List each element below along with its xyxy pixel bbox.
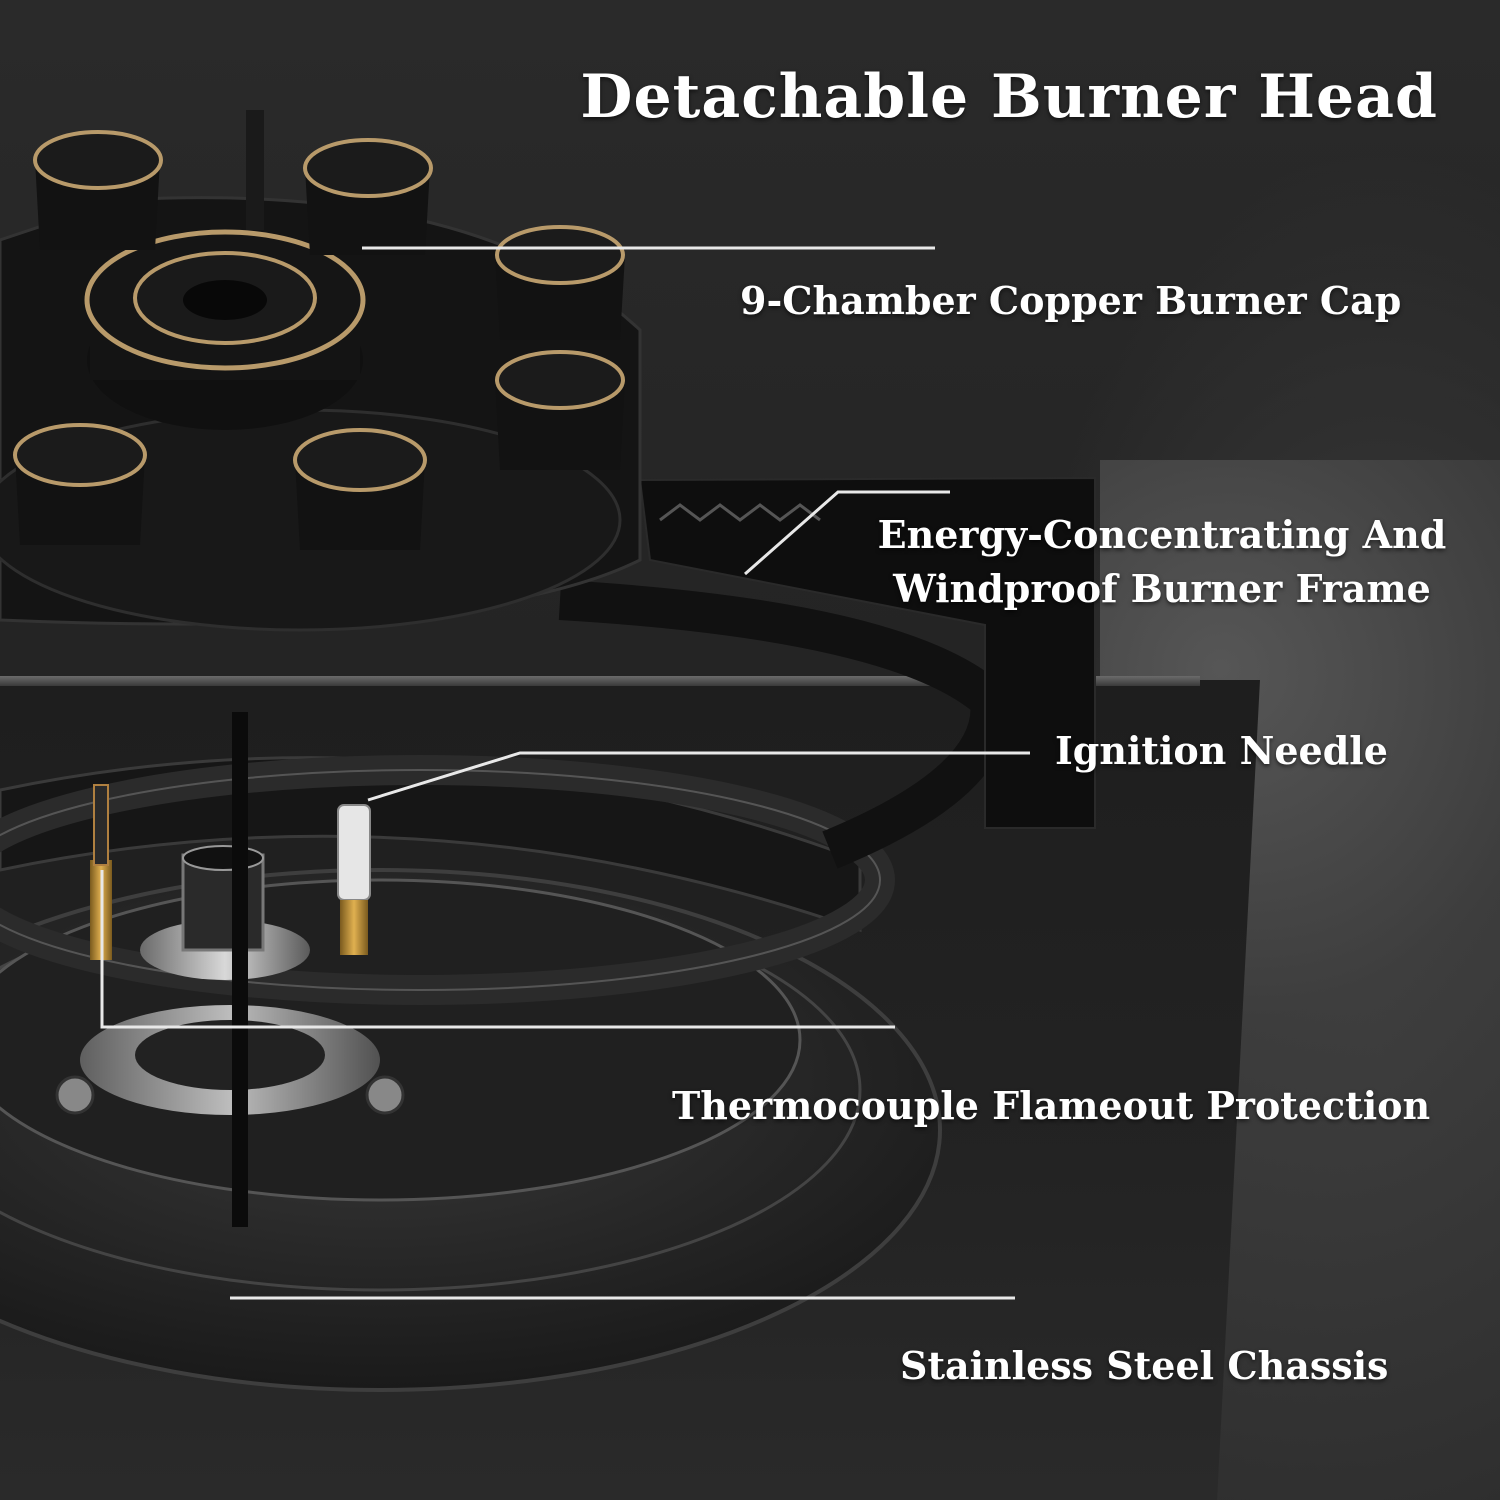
ignition-needle-part	[232, 712, 371, 1227]
burner-cup	[495, 350, 625, 470]
label-burner-cap: 9-Chamber Copper Burner Cap	[740, 278, 1402, 323]
leader-thermocouple	[100, 870, 895, 1029]
leader-lines	[100, 246, 1030, 1300]
page-title: Detachable Burner Head	[580, 62, 1438, 132]
center-burner	[84, 229, 366, 430]
leader-burner-frame	[744, 490, 950, 576]
label-burner-frame: Energy-Concentrating And Windproof Burne…	[862, 508, 1462, 616]
burner-cup	[33, 130, 163, 250]
label-chassis: Stainless Steel Chassis	[900, 1343, 1389, 1388]
burner-cup	[495, 225, 625, 340]
leader-ignition-needle	[367, 751, 1030, 802]
burner-cup	[303, 138, 433, 255]
burner-cup	[13, 423, 147, 545]
label-ignition-needle: Ignition Needle	[1055, 728, 1388, 773]
label-burner-frame-line2: Windproof Burner Frame	[893, 566, 1431, 611]
label-burner-frame-line1: Energy-Concentrating And	[877, 512, 1447, 557]
label-thermocouple: Thermocouple Flameout Protection	[672, 1083, 1431, 1128]
burner-cup	[293, 428, 427, 550]
cooktop-edge	[0, 676, 1200, 686]
